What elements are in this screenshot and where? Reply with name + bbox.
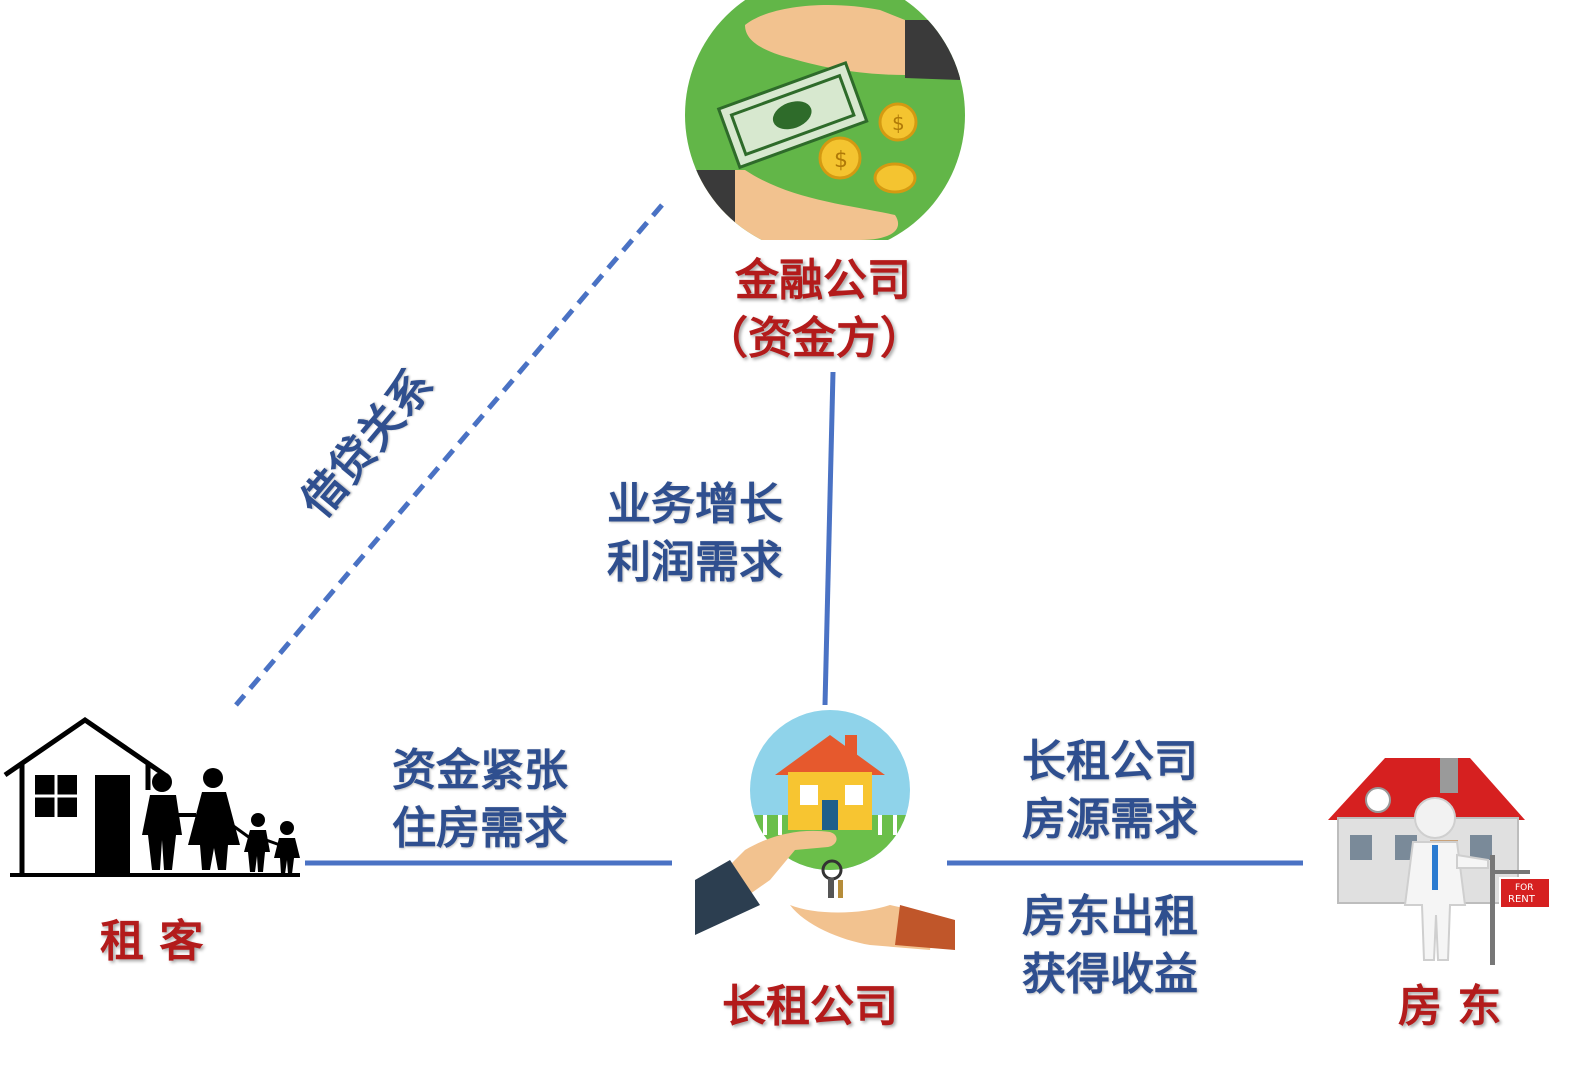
dashed-line-finance-tenant — [234, 203, 664, 707]
edge-label-rental-landlord-bottom: 房东出租 获得收益 — [1022, 888, 1198, 1004]
edge-finance-rental-line2: 利润需求 — [607, 537, 783, 588]
edge-tenant-rental-line1: 资金紧张 — [392, 745, 568, 796]
edge-label-rental-landlord-top: 长租公司 房源需求 — [1022, 733, 1198, 849]
landlord-node-label: 房 东 — [1398, 981, 1502, 1032]
line-finance-rental — [822, 371, 836, 706]
edge-label-tenant-rental: 资金紧张 住房需求 — [392, 742, 568, 858]
svg-text:$: $ — [834, 148, 848, 173]
finance-node-line2: （资金方） — [704, 313, 924, 364]
edge-rental-landlord-top-line1: 长租公司 — [1022, 736, 1198, 787]
edge-rental-landlord-bottom-line2: 获得收益 — [1022, 949, 1198, 1000]
tenant-node-label: 租 客 — [100, 916, 204, 967]
edge-rental-landlord-top-line2: 房源需求 — [1022, 794, 1198, 845]
edge-rental-landlord-bottom-line1: 房东出租 — [1022, 891, 1198, 942]
for-rent-sign-line1: FOR — [1515, 883, 1534, 893]
rental-company-node-label: 长租公司 — [722, 981, 898, 1032]
finance-node-line1: 金融公司 — [735, 255, 911, 306]
edge-finance-rental-line1: 业务增长 — [607, 479, 783, 530]
edge-tenant-rental-line2: 住房需求 — [392, 803, 568, 854]
svg-text:$: $ — [892, 111, 905, 135]
edge-label-finance-rental: 业务增长 利润需求 — [607, 476, 783, 592]
for-rent-sign-line2: RENT — [1508, 894, 1536, 905]
finance-node-label: 金融公司 （资金方） — [704, 252, 924, 368]
